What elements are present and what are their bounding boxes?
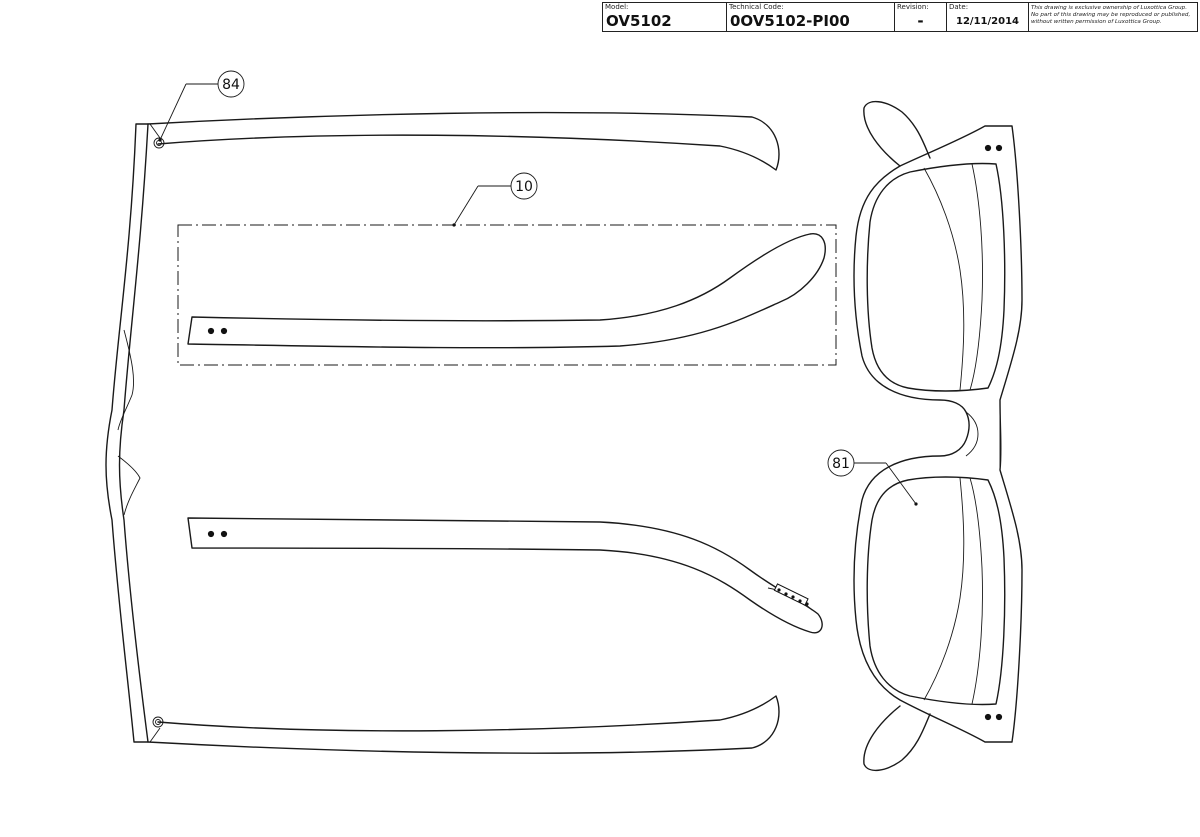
hinge-rivet-dot (995, 713, 1003, 721)
date-cell: Date: 12/11/2014 (947, 3, 1029, 31)
callout-10: 10 (452, 172, 538, 227)
notice-line-3: without written permission of Luxottica … (1031, 19, 1162, 25)
hinge-rivet-dot (995, 144, 1003, 152)
temple-rivet-dot (207, 327, 215, 335)
hinge-rivet-dot (984, 713, 992, 721)
revision-label: Revision: (897, 3, 929, 11)
callout-84: 84 (158, 70, 245, 142)
notice-line-2: No part of this drawing may be reproduce… (1031, 12, 1191, 18)
hinge-screw-bottom (152, 716, 164, 728)
callout-81: 81 (827, 449, 918, 506)
temple-right-side-view (187, 233, 826, 349)
callout-81-label: 81 (832, 456, 850, 472)
technical-code-cell: Technical Code: 0OV5102-PI00 (727, 3, 895, 31)
revision-value: - (917, 12, 924, 30)
temple-rivet-dot (220, 530, 228, 538)
lens-bottom (866, 476, 1006, 706)
notice-line-1: This drawing is exclusive ownership of L… (1031, 5, 1188, 11)
temple-logo-plaque (767, 583, 813, 611)
date-value: 12/11/2014 (956, 16, 1019, 27)
temple-rivet-dot (207, 530, 215, 538)
temple-rivet-dot (220, 327, 228, 335)
temple-left-side-view (187, 517, 823, 634)
technical-code-label: Technical Code: (729, 3, 784, 11)
lens-top (866, 162, 1006, 392)
hinge-rivet-dot (984, 144, 992, 152)
model-value: OV5102 (606, 12, 672, 30)
callout-10-label: 10 (515, 179, 533, 195)
callout-84-label: 84 (222, 77, 240, 93)
model-cell: Model: OV5102 (603, 3, 727, 31)
title-block: Model: OV5102 Technical Code: 0OV5102-PI… (602, 2, 1198, 32)
model-label: Model: (605, 3, 629, 11)
ownership-notice: This drawing is exclusive ownership of L… (1029, 3, 1197, 31)
date-label: Date: (949, 3, 969, 11)
temple-detail-box (177, 224, 837, 366)
frame-front-view (853, 101, 1023, 771)
technical-code-value: 0OV5102-PI00 (730, 12, 850, 30)
revision-cell: Revision: - (895, 3, 947, 31)
frame-top-view (105, 111, 780, 754)
